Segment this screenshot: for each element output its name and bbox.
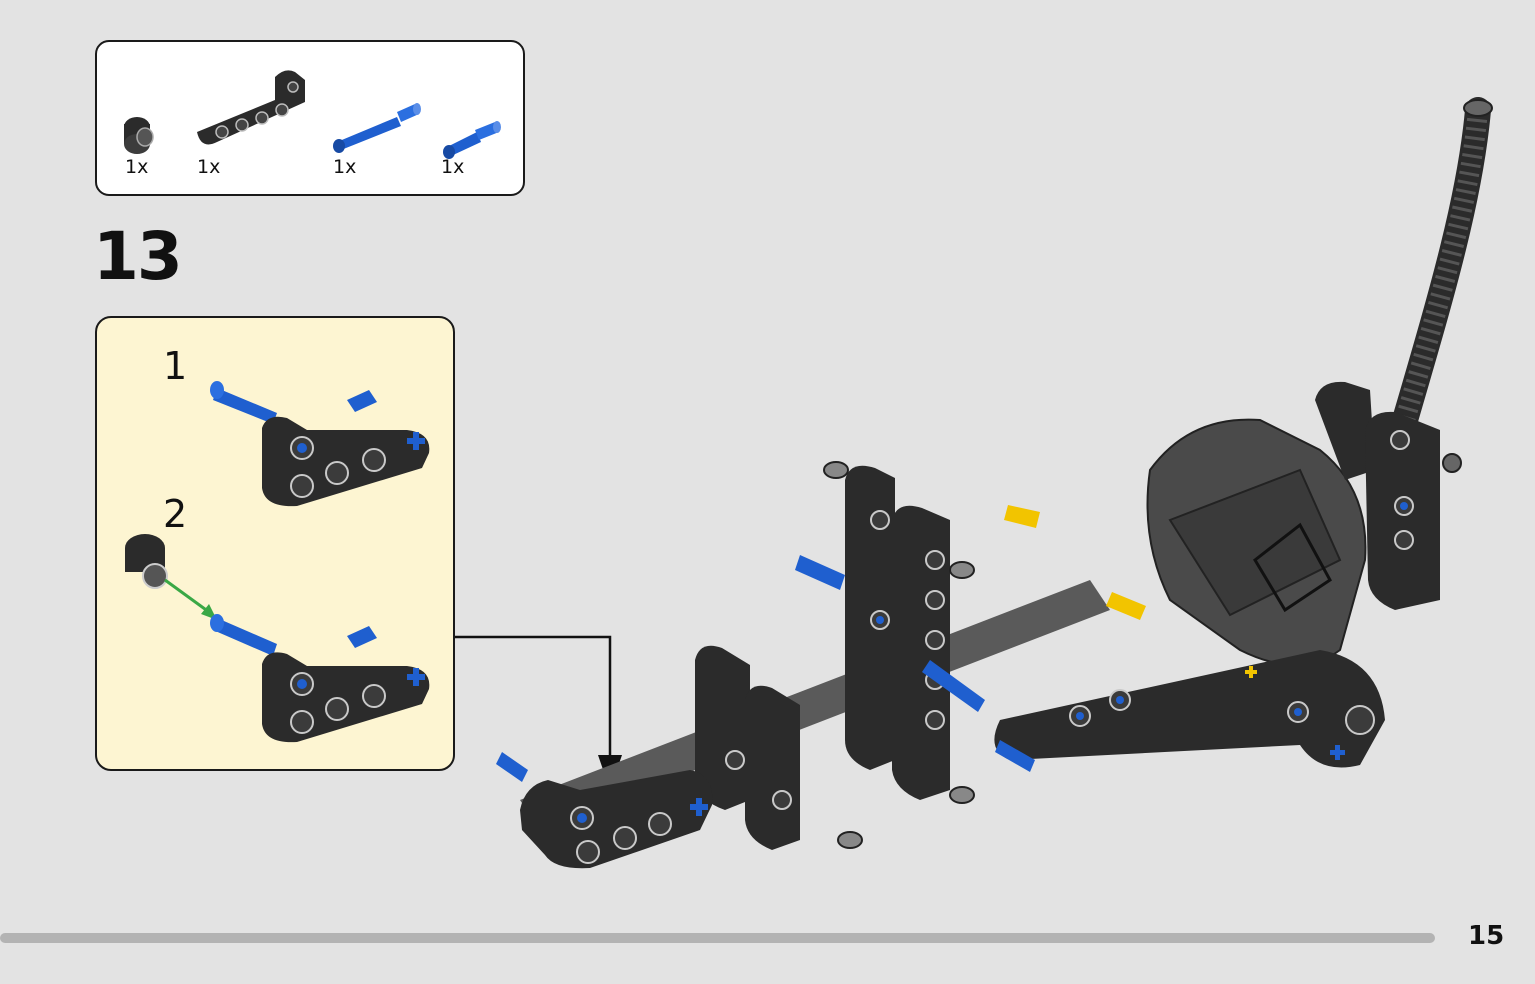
flexible-axle-icon (1392, 97, 1493, 433)
sub-step-2-illustration (125, 534, 430, 743)
long-axle-icon (520, 580, 1110, 830)
part-qty-2: 1x (197, 156, 221, 178)
motor-icon (1146, 418, 1367, 666)
black-angled-beam-icon (197, 70, 305, 145)
lower-right-beam-icon (994, 650, 1385, 768)
sub-step-1-number: 1 (163, 344, 188, 388)
step-number: 13 (93, 218, 183, 295)
sub-step-2-number: 2 (163, 492, 188, 536)
parts-list-callout: 1x 1x 1x 1x (95, 40, 525, 196)
placement-arrow (455, 635, 622, 790)
blue-long-pin-icon (333, 103, 421, 153)
yellow-axle-icon (1004, 505, 1146, 620)
sub-step-1-illustration (210, 381, 430, 507)
sub-assembly-illustration (125, 381, 430, 743)
sub-assembly-callout: 1 2 (95, 316, 455, 771)
part-qty-1: 1x (125, 156, 149, 178)
middle-beams-icon (823, 461, 975, 804)
blue-pins-icon (496, 555, 1035, 782)
placed-angled-beam-icon (520, 770, 713, 869)
right-beam-icon (1315, 381, 1462, 610)
blue-pin-icon (443, 121, 501, 159)
parts-list-illustration (124, 70, 501, 159)
page-progress-bar (0, 933, 1435, 943)
part-qty-4: 1x (441, 156, 465, 178)
left-beams-icon (695, 645, 863, 850)
page-number: 15 (1468, 921, 1505, 951)
black-bush-icon (124, 117, 154, 154)
part-qty-3: 1x (333, 156, 357, 178)
